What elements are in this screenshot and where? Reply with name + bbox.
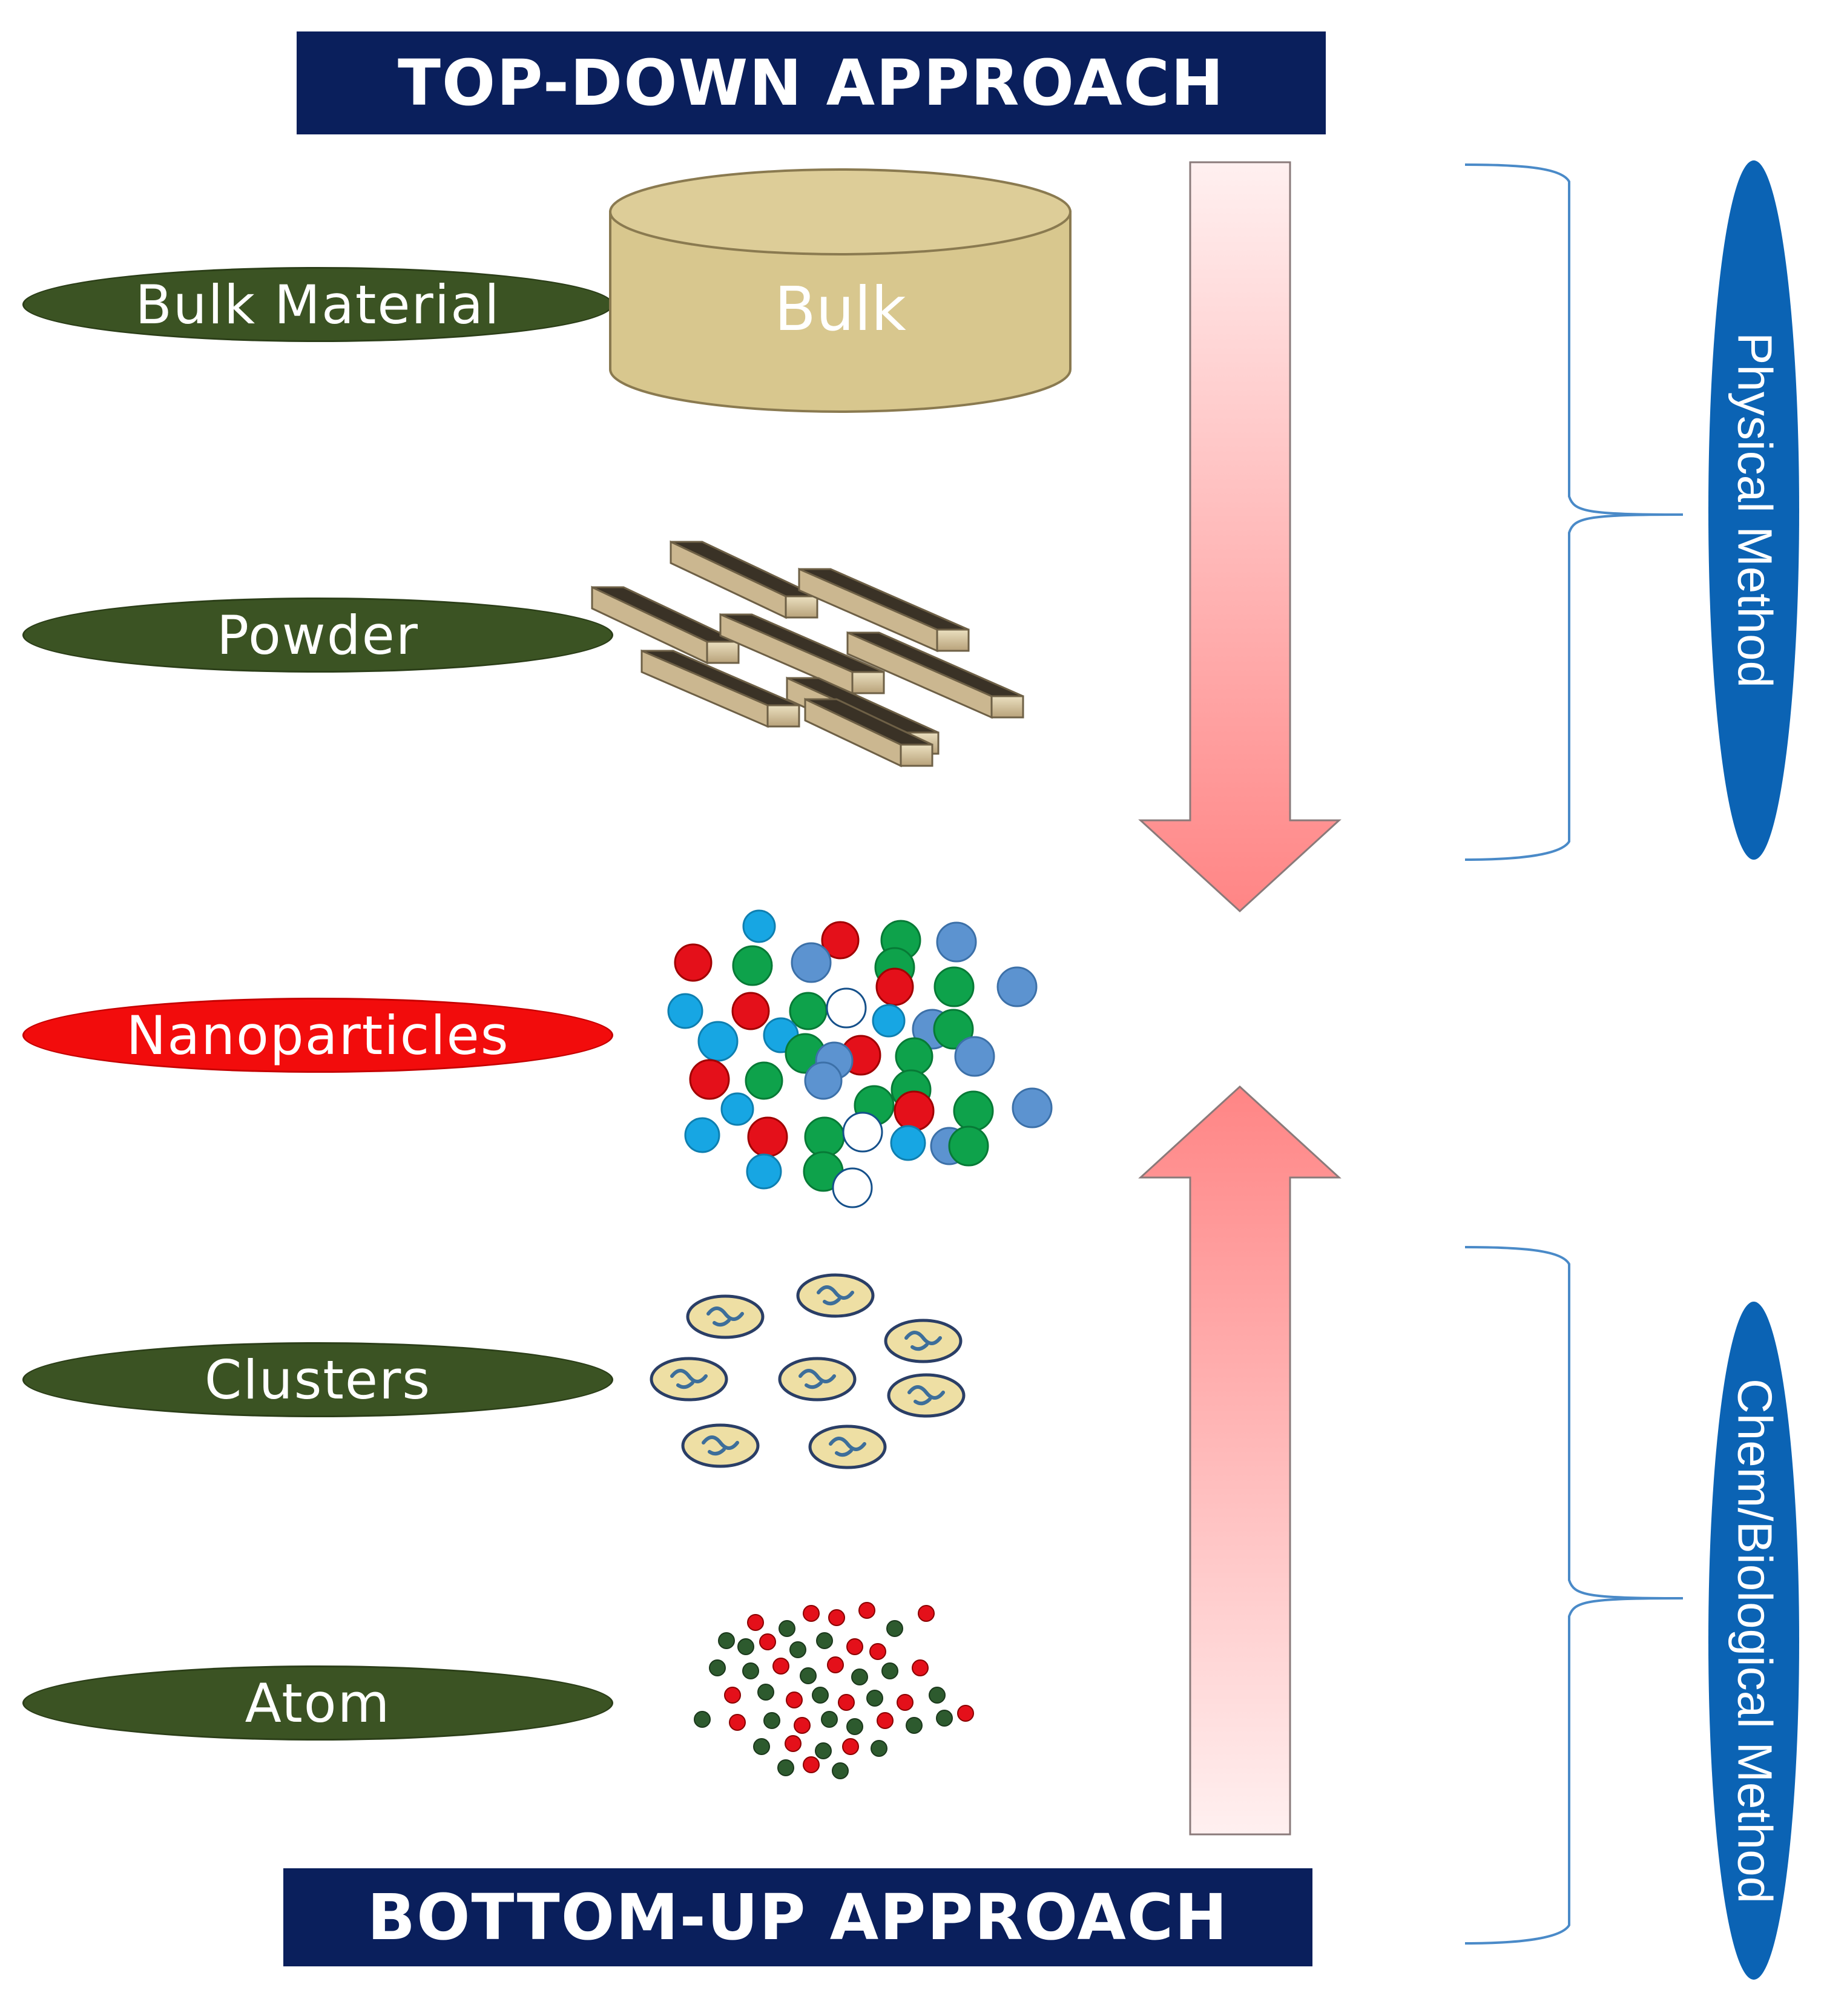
- bottom-up-banner: BOTTOM-UP APPROACH: [283, 1868, 1312, 1966]
- chem-bio-method-brace: [1464, 1246, 1684, 1945]
- bulk-cylinder-icon: Bulk: [609, 168, 1072, 413]
- stage-bulk-material: Bulk Material: [24, 269, 611, 340]
- physical-method-brace: [1464, 163, 1684, 861]
- clusters-icon: [650, 1273, 966, 1469]
- stage-nanoparticles: Nanoparticles: [24, 1000, 611, 1071]
- top-down-banner: TOP-DOWN APPROACH: [297, 31, 1326, 134]
- bulk-cylinder-label: Bulk: [774, 274, 906, 344]
- bottom-up-arrow: [1138, 1085, 1342, 1836]
- stage-clusters: Clusters: [24, 1344, 611, 1415]
- chem-bio-method-oval: [1708, 1302, 1799, 1980]
- top-down-arrow: [1138, 161, 1342, 913]
- stage-powder: Powder: [24, 599, 611, 671]
- atoms-icon: [694, 1602, 974, 1779]
- physical-method-label: Physical Method: [1728, 332, 1782, 688]
- nanoparticles-icon: [667, 909, 1053, 1208]
- physical-method-oval: [1708, 160, 1799, 860]
- chem-bio-method-label: Chem/Biological Method: [1728, 1378, 1782, 1904]
- stage-atom: Atom: [24, 1667, 611, 1739]
- powder-bars-icon: [591, 540, 1024, 768]
